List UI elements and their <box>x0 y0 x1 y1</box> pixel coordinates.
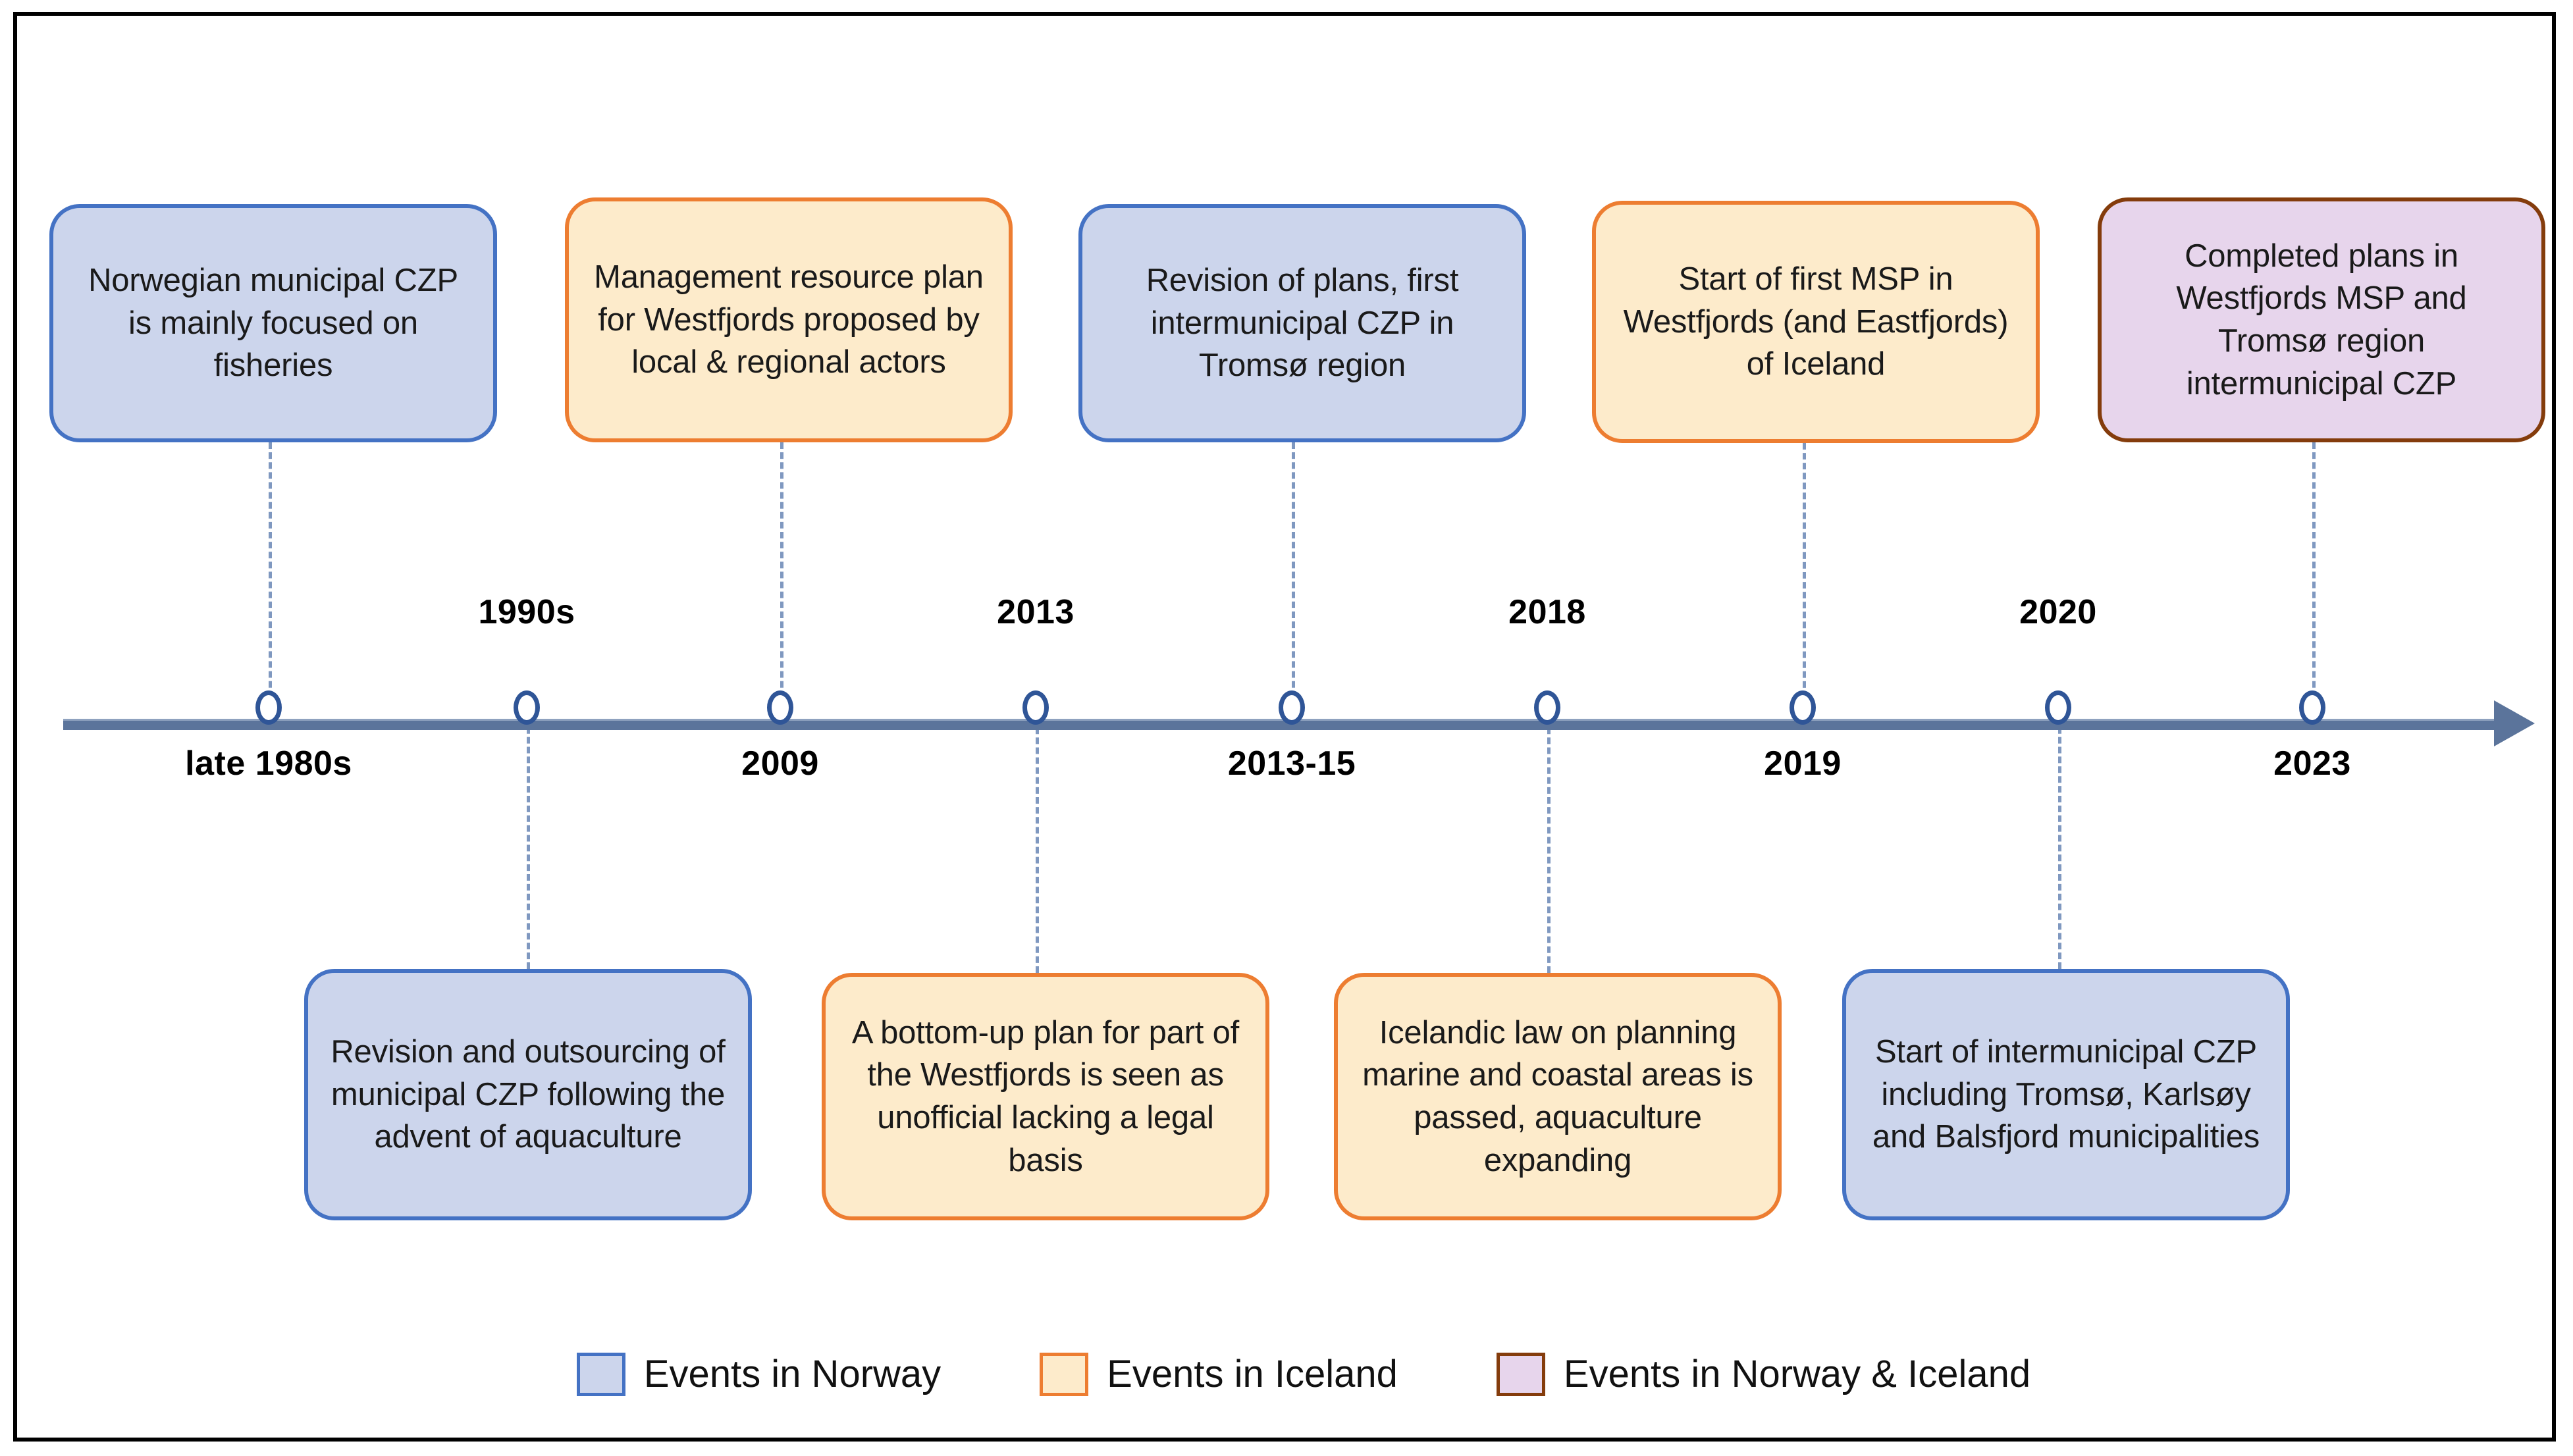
legend-label-iceland: Events in Iceland <box>1107 1353 1398 1395</box>
legend: Events in Norway Events in Iceland Events … <box>17 1352 2573 1396</box>
legend-item-iceland: Events in Iceland <box>1040 1352 1398 1396</box>
connector-e8 <box>1547 708 1551 973</box>
connector-e6 <box>527 708 530 969</box>
event-box-e8: Icelandic law on planning marine and coa… <box>1334 973 1782 1220</box>
event-box-e5: Completed plans in Westfjords MSP and Tr… <box>2098 197 2545 442</box>
connector-e3 <box>1292 442 1295 708</box>
event-box-e6: Revision and outsourcing of municipal CZ… <box>304 969 752 1220</box>
year-label-2020: 2020 <box>2019 593 2097 631</box>
timeline-tick-2018 <box>1534 690 1560 725</box>
figure-frame: Norwegian municipal CZP is mainly focuse… <box>13 12 2556 1442</box>
legend-label-both: Events in Norway & Iceland <box>1563 1353 2031 1395</box>
year-label-2009: 2009 <box>741 744 819 783</box>
legend-item-norway: Events in Norway <box>576 1352 942 1396</box>
year-label-2018: 2018 <box>1508 593 1586 631</box>
timeline-tick-2013 <box>1022 690 1049 725</box>
connector-e7 <box>1036 708 1039 973</box>
event-box-e2: Management resource plan for Westfjords … <box>565 197 1013 442</box>
year-label-2013: 2013 <box>997 593 1074 631</box>
timeline-tick-2013-15 <box>1279 690 1305 725</box>
year-label-1990s: 1990s <box>478 593 575 631</box>
timeline-tick-2009 <box>767 690 793 725</box>
year-label-2023: 2023 <box>2273 744 2351 783</box>
connector-e9 <box>2058 708 2061 969</box>
event-box-e7: A bottom-up plan for part of the Westfjo… <box>822 973 1269 1220</box>
event-box-e4: Start of first MSP in Westfjords (and Ea… <box>1592 201 2040 443</box>
event-box-e9: Start of intermunicipal CZP including Tr… <box>1842 969 2290 1220</box>
timeline-tick-2019 <box>1790 690 1816 725</box>
connector-e1 <box>269 442 272 708</box>
timeline-arrow-icon <box>2494 700 2535 746</box>
year-label-late-1980s: late 1980s <box>185 744 352 783</box>
timeline-axis-line <box>63 719 2499 730</box>
event-box-e3: Revision of plans, first intermunicipal … <box>1078 204 1526 442</box>
legend-label-norway: Events in Norway <box>643 1353 942 1395</box>
year-label-2019: 2019 <box>1764 744 1842 783</box>
year-label-2013-15: 2013-15 <box>1227 744 1356 783</box>
legend-swatch-both <box>1496 1352 1545 1396</box>
connector-e4 <box>1803 443 1806 708</box>
legend-swatch-iceland <box>1040 1352 1089 1396</box>
legend-swatch-norway <box>576 1352 625 1396</box>
timeline-tick-2023 <box>2299 690 2325 725</box>
timeline-tick-1990s <box>514 690 540 725</box>
connector-e2 <box>780 442 783 708</box>
event-box-e1: Norwegian municipal CZP is mainly focuse… <box>49 204 497 442</box>
connector-e5 <box>2312 442 2316 708</box>
legend-item-both: Events in Norway & Iceland <box>1496 1352 2031 1396</box>
timeline-tick-2020 <box>2045 690 2071 725</box>
timeline-tick-late-1980s <box>255 690 282 725</box>
